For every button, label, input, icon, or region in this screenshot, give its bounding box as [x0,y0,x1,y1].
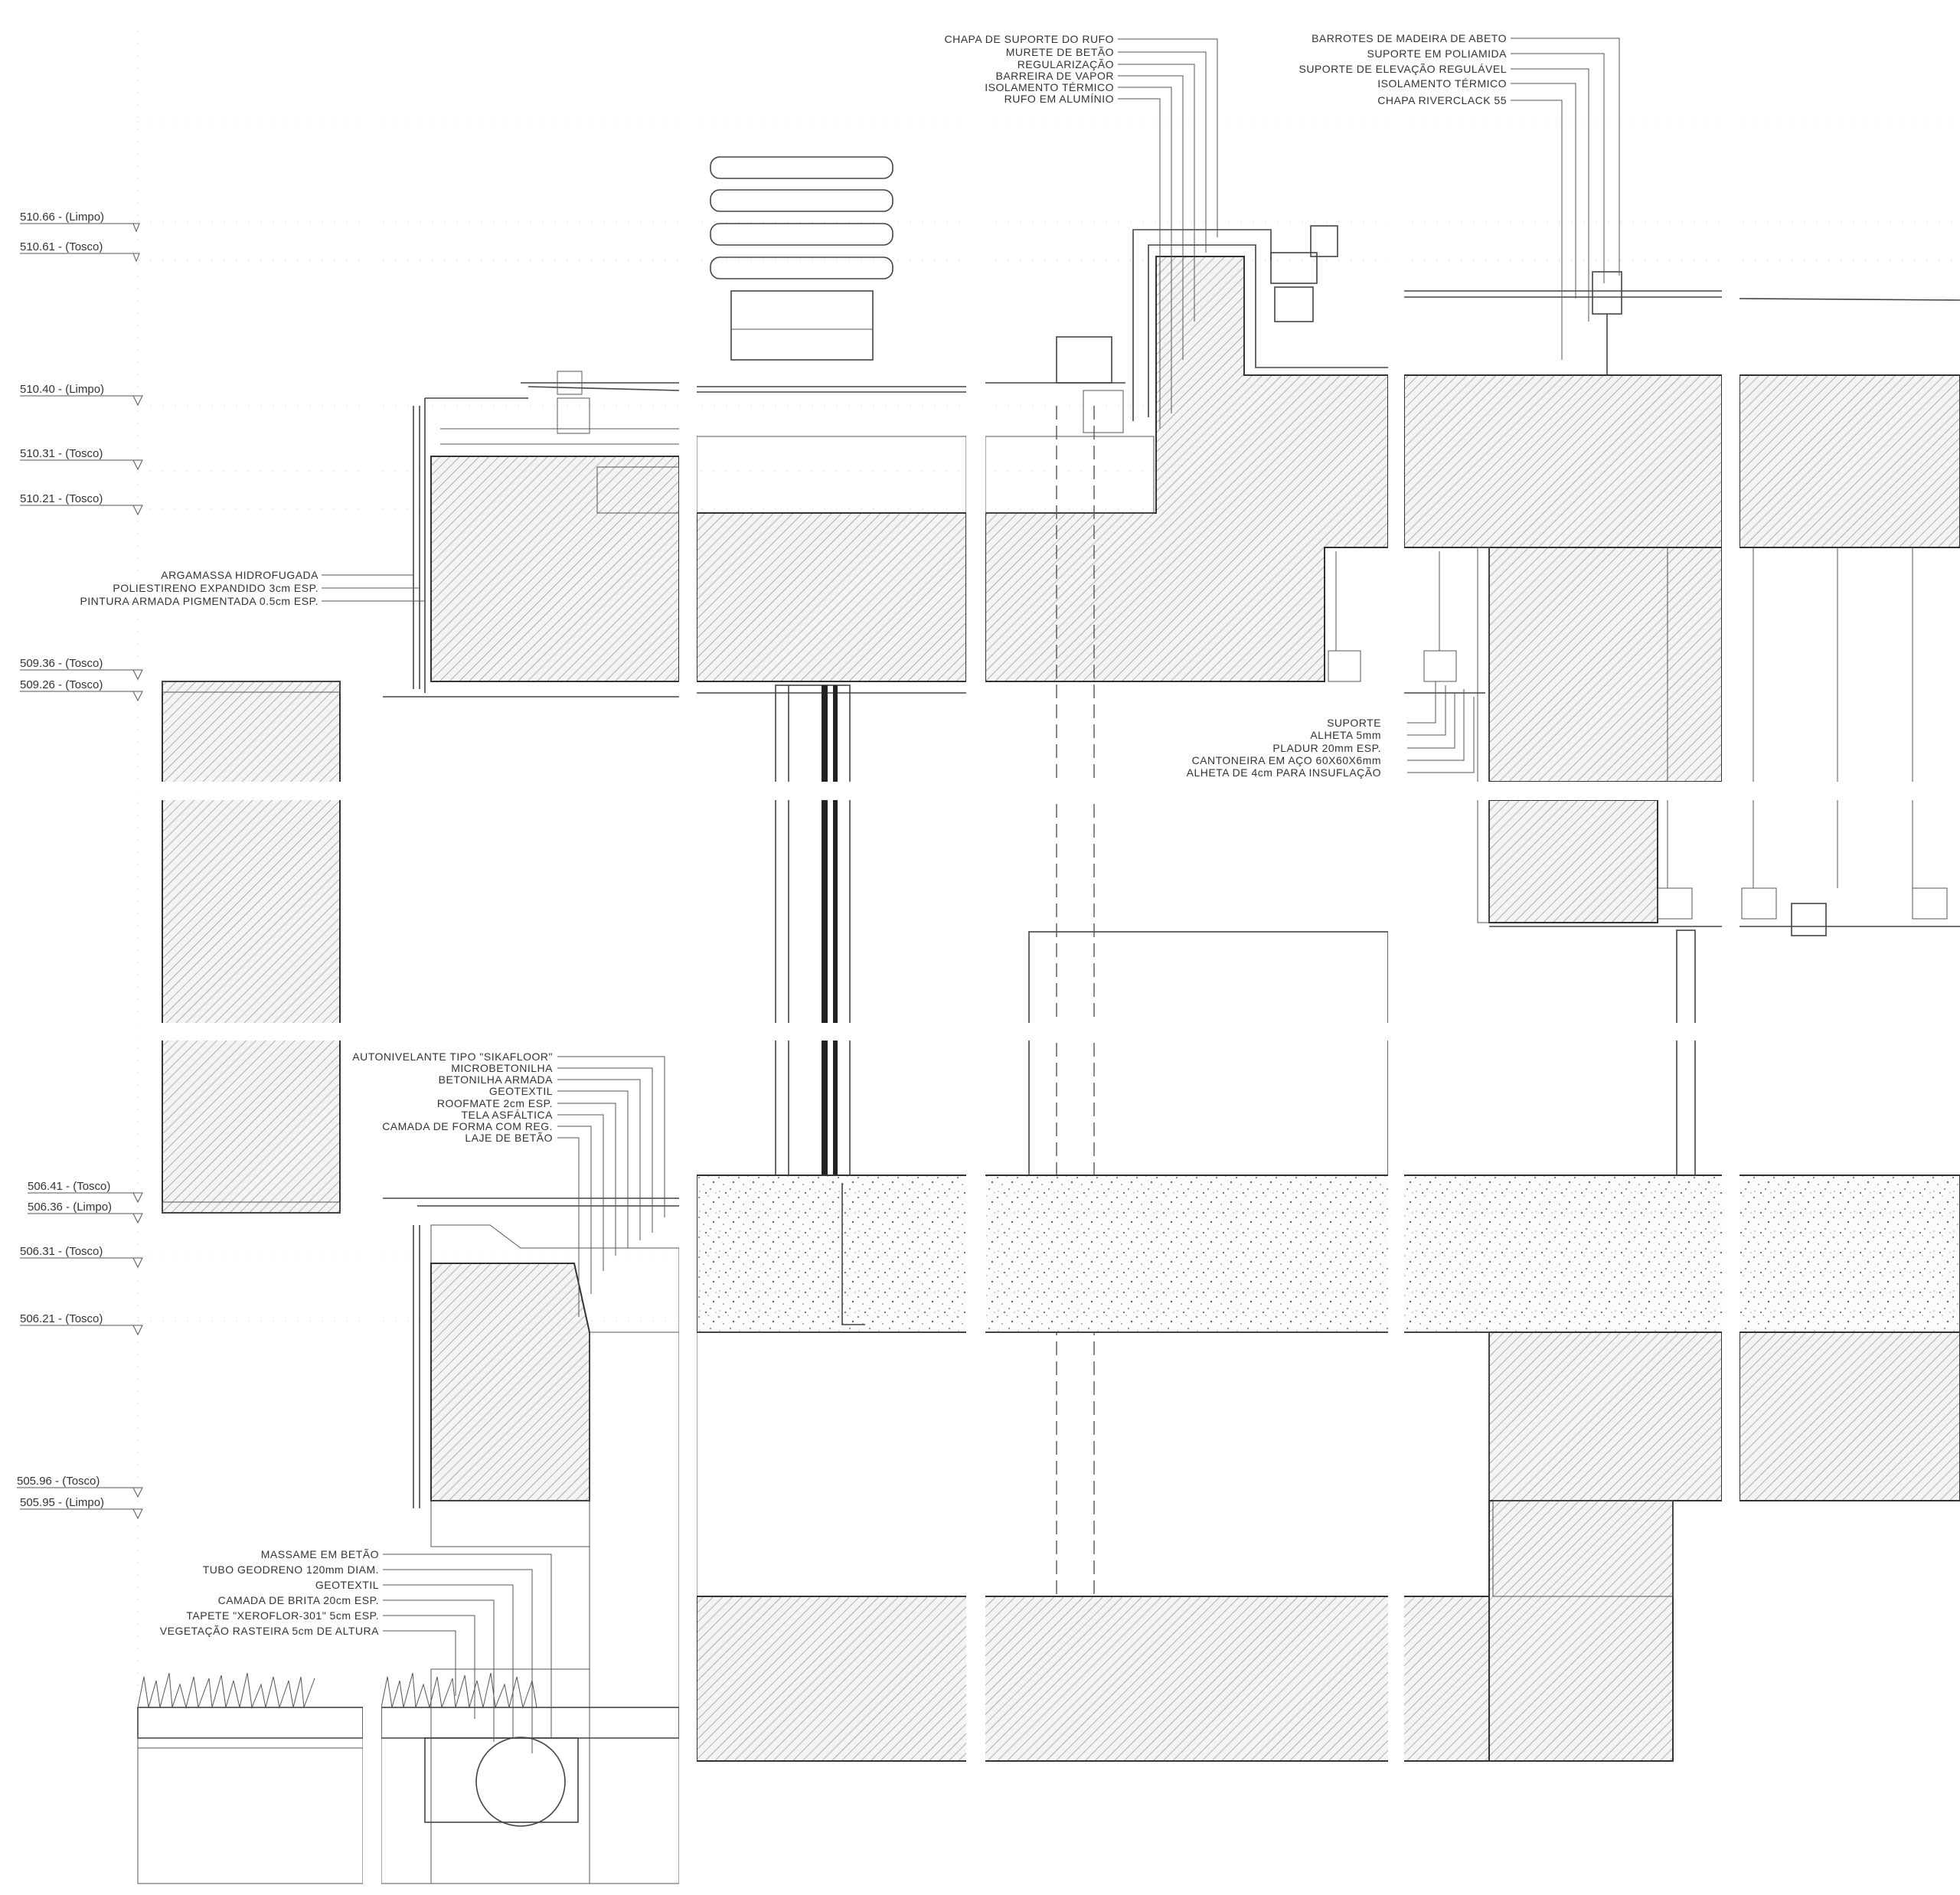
level-marker: 510.31 - (Tosco) [20,447,143,471]
svg-text:ALHETA 5mm: ALHETA 5mm [1310,729,1381,741]
svg-text:ROOFMATE 2cm ESP.: ROOFMATE 2cm ESP. [437,1097,553,1109]
wall-annotations: ARGAMASSA HIDROFUGADA POLIESTIRENO EXPAN… [80,569,425,607]
drain-pipe [475,1737,566,1827]
svg-text:RUFO EM ALUMÍNIO: RUFO EM ALUMÍNIO [1004,93,1114,105]
level-marker: 510.21 - (Tosco) [20,492,143,516]
svg-text:MURETE DE BETÃO: MURETE DE BETÃO [1006,46,1114,58]
svg-text:509.36 - (Tosco): 509.36 - (Tosco) [20,657,103,670]
svg-text:TAPETE "XEROFLOR-301" 5cm ESP.: TAPETE "XEROFLOR-301" 5cm ESP. [186,1609,379,1622]
left-wall-section [162,681,341,1214]
level-marker: 506.36 - (Limpo) [28,1201,143,1224]
svg-text:ARGAMASSA HIDROFUGADA: ARGAMASSA HIDROFUGADA [161,569,318,581]
svg-text:CHAPA RIVERCLACK 55: CHAPA RIVERCLACK 55 [1377,94,1507,106]
svg-text:CHAPA DE SUPORTE DO RUFO: CHAPA DE SUPORTE DO RUFO [944,33,1114,45]
svg-text:SUPORTE: SUPORTE [1327,717,1381,729]
svg-text:ISOLAMENTO TÉRMICO: ISOLAMENTO TÉRMICO [1377,77,1507,90]
green-roof-ground [137,1672,680,1884]
floor-annotations: AUTONIVELANTE TIPO "SIKAFLOOR" MICROBETO… [352,1050,665,1317]
svg-text:TELA ASFÁLTICA: TELA ASFÁLTICA [461,1109,553,1121]
svg-text:GEOTEXTIL: GEOTEXTIL [489,1085,553,1097]
svg-text:GEOTEXTIL: GEOTEXTIL [315,1579,379,1591]
svg-text:506.36 - (Limpo): 506.36 - (Limpo) [28,1201,112,1214]
window-frame [775,684,889,1211]
svg-text:MICROBETONILHA: MICROBETONILHA [451,1062,553,1074]
svg-text:506.21 - (Tosco): 506.21 - (Tosco) [20,1312,103,1325]
upper-slab-middle [696,386,967,694]
svg-text:MASSAME EM BETÃO: MASSAME EM BETÃO [261,1548,379,1560]
svg-text:506.41 - (Tosco): 506.41 - (Tosco) [28,1180,110,1193]
svg-text:505.96 - (Tosco): 505.96 - (Tosco) [17,1475,100,1488]
svg-text:VEGETAÇÃO RASTEIRA 5cm DE ALTU: VEGETAÇÃO RASTEIRA 5cm DE ALTURA [160,1625,379,1637]
upper-slab-left [383,371,680,698]
svg-text:509.26 - (Tosco): 509.26 - (Tosco) [20,678,103,691]
svg-text:505.95 - (Limpo): 505.95 - (Limpo) [20,1496,104,1509]
svg-text:ALHETA DE 4cm PARA INSUFLAÇÃO: ALHETA DE 4cm PARA INSUFLAÇÃO [1187,766,1381,779]
svg-text:CANTONEIRA EM AÇO 60X60X6mm: CANTONEIRA EM AÇO 60X60X6mm [1192,754,1381,766]
svg-text:506.31 - (Tosco): 506.31 - (Tosco) [20,1245,103,1258]
svg-text:TUBO GEODRENO 120mm DIAM.: TUBO GEODRENO 120mm DIAM. [203,1563,379,1576]
svg-text:PLADUR 20mm ESP.: PLADUR 20mm ESP. [1272,742,1381,754]
parapet-annotations: CHAPA DE SUPORTE DO RUFO MURETE DE BETÃO… [944,33,1218,429]
level-marker: 506.31 - (Tosco) [20,1245,143,1269]
level-marker: 510.40 - (Limpo) [20,383,143,407]
level-markers: 510.66 - (Limpo) 510.61 - (Tosco) 510.40… [17,211,143,1520]
svg-text:510.61 - (Tosco): 510.61 - (Tosco) [20,240,103,253]
svg-text:POLIESTIRENO EXPANDIDO 3cm ESP: POLIESTIRENO EXPANDIDO 3cm ESP. [113,582,318,594]
level-marker: 510.61 - (Tosco) [20,240,140,263]
svg-text:SUPORTE DE ELEVAÇÃO REGULÁVEL: SUPORTE DE ELEVAÇÃO REGULÁVEL [1298,63,1507,75]
level-marker: 505.95 - (Limpo) [20,1496,143,1520]
interior-outline [1028,931,1389,1176]
svg-text:SUPORTE EM POLIAMIDA: SUPORTE EM POLIAMIDA [1367,47,1508,60]
parapet [985,225,1389,682]
svg-text:BARREIRA DE VAPOR: BARREIRA DE VAPOR [995,70,1114,82]
svg-text:ISOLAMENTO TÉRMICO: ISOLAMENTO TÉRMICO [985,81,1114,93]
svg-text:LAJE DE BETÃO: LAJE DE BETÃO [465,1132,553,1144]
svg-text:510.40 - (Limpo): 510.40 - (Limpo) [20,383,104,396]
roof-annotations: BARROTES DE MADEIRA DE ABETO SUPORTE EM … [1298,32,1620,360]
level-marker: 509.26 - (Tosco) [20,678,143,702]
level-marker: 506.41 - (Tosco) [28,1180,143,1204]
svg-text:BARROTES DE MADEIRA DE ABETO: BARROTES DE MADEIRA DE ABETO [1312,32,1507,44]
air-diffuser [1791,903,1827,936]
tile-gaps [138,0,1960,1895]
level-marker: 510.66 - (Limpo) [20,211,140,233]
svg-text:510.21 - (Tosco): 510.21 - (Tosco) [20,492,103,505]
svg-text:AUTONIVELANTE TIPO "SIKAFLOOR": AUTONIVELANTE TIPO "SIKAFLOOR" [352,1050,553,1063]
svg-text:REGULARIZAÇÃO: REGULARIZAÇÃO [1018,58,1114,70]
level-marker: 509.36 - (Tosco) [20,657,143,681]
ground-floor-left [383,1197,680,1884]
svg-text:PINTURA ARMADA PIGMENTADA 0.5c: PINTURA ARMADA PIGMENTADA 0.5cm ESP. [80,595,318,607]
svg-text:510.66 - (Limpo): 510.66 - (Limpo) [20,211,104,224]
svg-text:CAMADA DE BRITA 20cm ESP.: CAMADA DE BRITA 20cm ESP. [218,1594,379,1606]
roof-vent [710,156,893,361]
ground-annotations: MASSAME EM BETÃO TUBO GEODRENO 120mm DIA… [160,1548,552,1753]
ceiling-annotations: SUPORTE ALHETA 5mm PLADUR 20mm ESP. CANT… [1187,681,1475,779]
right-roof-slab [1335,271,1960,1176]
svg-text:510.31 - (Tosco): 510.31 - (Tosco) [20,447,103,460]
level-marker: 505.96 - (Tosco) [17,1475,143,1498]
ground-floor-slab [696,1175,1960,1762]
level-marker: 506.21 - (Tosco) [20,1312,143,1336]
svg-text:CAMADA DE FORMA COM REG.: CAMADA DE FORMA COM REG. [382,1120,553,1132]
svg-text:BETONILHA ARMADA: BETONILHA ARMADA [439,1073,554,1086]
